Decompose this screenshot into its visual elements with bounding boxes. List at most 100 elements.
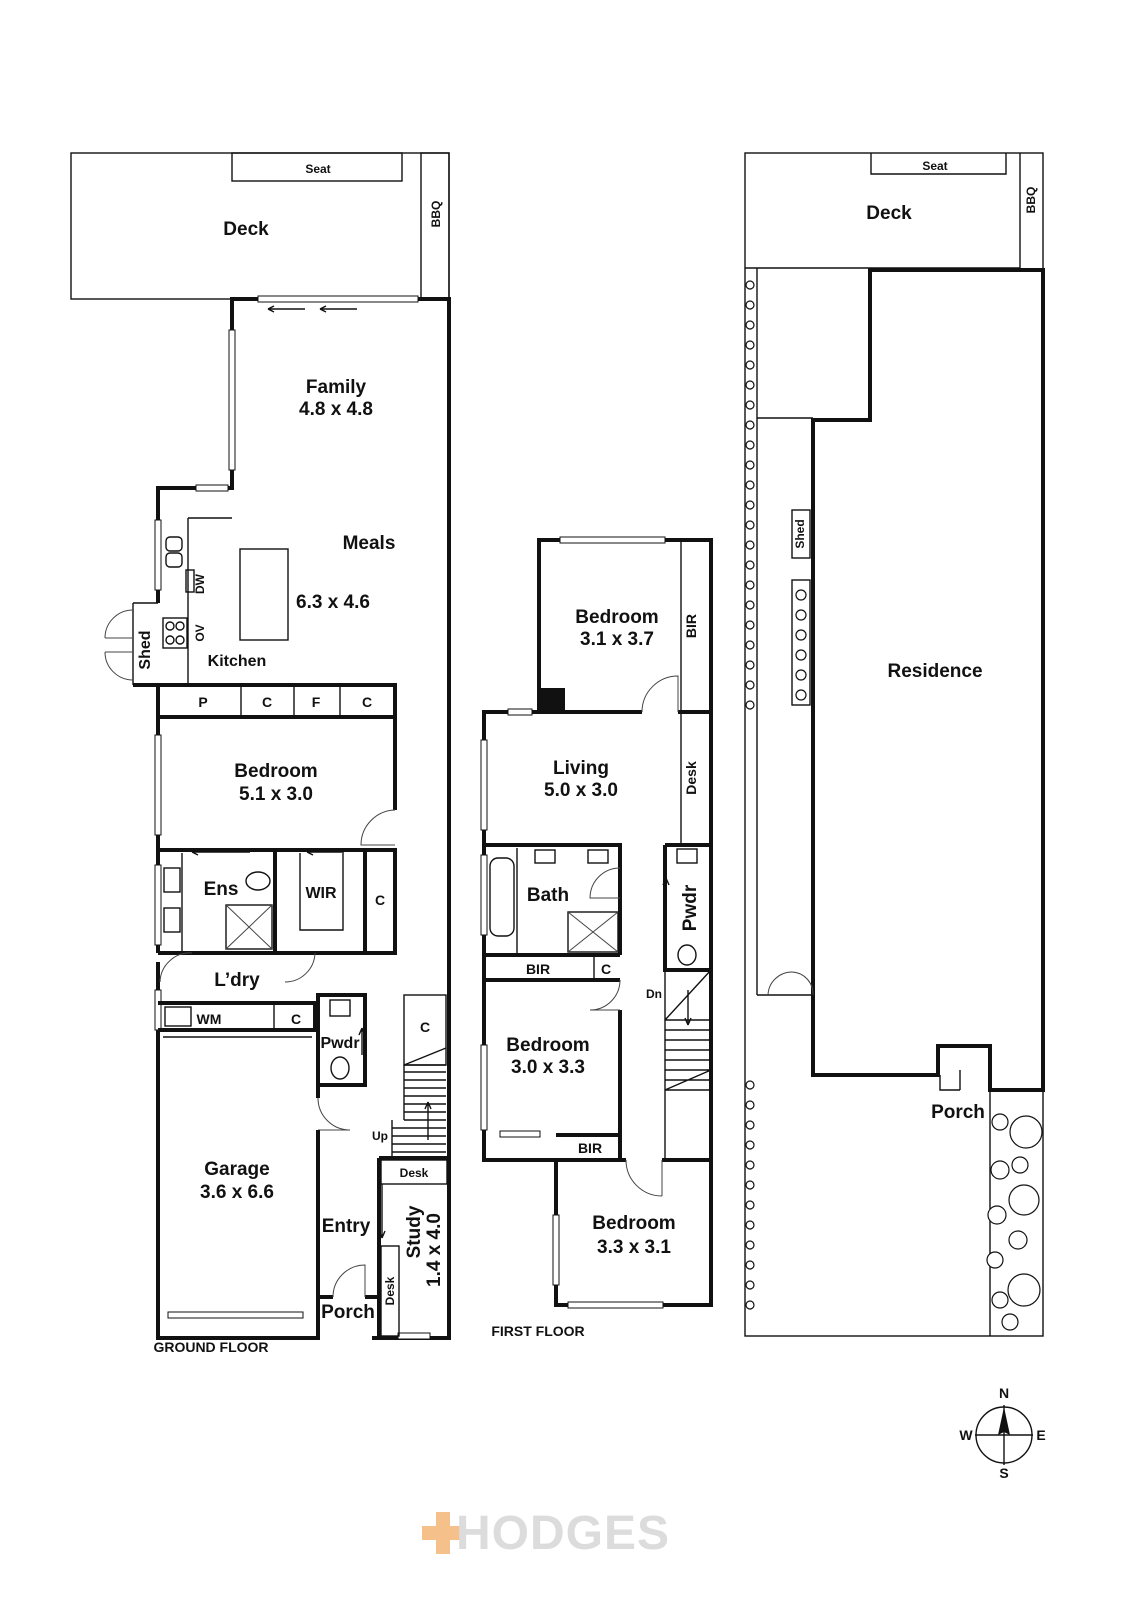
chimney-block xyxy=(539,688,565,712)
side-gate xyxy=(767,971,814,996)
site-path-lines xyxy=(756,268,813,996)
burner-3 xyxy=(165,635,175,645)
cupboard-1-label: C xyxy=(262,694,272,710)
ground-floor-walls xyxy=(133,297,451,1340)
bedroom-dim: 5.1 x 3.0 xyxy=(239,784,313,805)
compass-e: E xyxy=(1036,1427,1045,1443)
ground-floor-plan: Seat BBQ Deck DW OV Kitchen Meals 6.3 x … xyxy=(70,152,451,1355)
bath-shower-cross xyxy=(567,911,619,953)
bed1-label: Bedroom xyxy=(575,607,658,628)
kitchen-label: Kitchen xyxy=(208,653,267,670)
deck-label: Deck xyxy=(223,219,269,240)
first-floor-label: FIRST FLOOR xyxy=(491,1323,584,1339)
bath-door xyxy=(589,867,621,899)
bed3-window-south xyxy=(567,1301,664,1309)
dn-label: Dn xyxy=(646,987,662,1001)
front-door xyxy=(332,1264,366,1298)
bed3-walls xyxy=(556,1133,711,1162)
ff-pwdr-arrow xyxy=(662,877,670,905)
family-window xyxy=(228,329,236,471)
up-label: Up xyxy=(372,1129,388,1143)
site-plan: Seat BBQ Deck Residence Shed Porch xyxy=(744,152,1045,1337)
sink-left xyxy=(165,536,183,552)
pwdr-toilet xyxy=(330,1056,350,1080)
wir-label: WIR xyxy=(305,885,337,902)
bed2-window xyxy=(480,1044,488,1131)
garage-entry-door xyxy=(317,1097,351,1131)
ff-pwdr-basin xyxy=(676,848,698,864)
bir1-label: BIR xyxy=(683,614,699,638)
kitchen-window xyxy=(154,519,162,591)
compass-n: N xyxy=(999,1385,1009,1401)
site-porch-label: Porch xyxy=(931,1102,985,1123)
bedroom-window xyxy=(154,734,162,836)
ldry-window xyxy=(154,989,162,1031)
cupboard-2-label: C xyxy=(362,694,372,710)
ens-wir-dividers xyxy=(273,850,367,953)
site-shed xyxy=(791,509,811,559)
bath-basin-2 xyxy=(587,849,609,864)
burner-4 xyxy=(175,635,185,645)
living-window xyxy=(480,739,488,831)
site-boundary xyxy=(744,152,1044,1337)
bed2-label: Bedroom xyxy=(506,1035,589,1056)
study-desk-top xyxy=(380,1159,448,1185)
west-hedge xyxy=(745,280,755,1310)
bathtub xyxy=(489,857,515,937)
pwdr-arrow xyxy=(358,1027,366,1055)
ens-basin-2 xyxy=(163,907,181,933)
cupboard-4-label: C xyxy=(291,1011,301,1027)
cupboard-5-label: C xyxy=(420,1019,430,1035)
c-label: C xyxy=(601,961,611,977)
washing-machine xyxy=(164,1006,192,1027)
ens-sliding-arrows xyxy=(191,848,344,856)
compass-w: W xyxy=(959,1427,973,1443)
kitchen-island xyxy=(239,548,289,641)
shed-walls xyxy=(132,602,158,685)
cupboard-dividers xyxy=(240,685,341,717)
first-floor-plan: BIR Bedroom 3.1 x 3.7 Desk Living 5.0 x … xyxy=(480,536,713,1339)
bed2-dim: 3.0 x 3.3 xyxy=(511,1057,585,1078)
bath-label: Bath xyxy=(527,885,569,906)
bed3-label: Bedroom xyxy=(592,1213,675,1234)
ens-basin-1 xyxy=(163,867,181,893)
study-window xyxy=(397,1332,431,1340)
compass-rose: N E S W xyxy=(959,1385,1045,1481)
ldry-doors xyxy=(159,952,316,983)
ff-pwdr-label: Pwdr xyxy=(680,884,701,931)
front-garden-shrubs xyxy=(986,1113,1043,1331)
bed2-window-south xyxy=(499,1130,541,1138)
living-label: Living xyxy=(553,758,609,779)
stairs-up-arrow xyxy=(424,1101,432,1140)
meals-window xyxy=(195,484,229,492)
meals-label: Meals xyxy=(343,533,396,554)
garage-walls xyxy=(158,1028,320,1323)
study-desk-side xyxy=(380,1245,400,1337)
ens-fittings xyxy=(181,853,344,953)
dw-label: DW xyxy=(193,573,207,594)
study-walls xyxy=(377,1156,449,1338)
ov-label: OV xyxy=(193,624,207,641)
cupboard-3-label: C xyxy=(375,892,385,908)
bath-walls xyxy=(484,843,622,1160)
fridge-label: F xyxy=(312,694,321,710)
garage-dim: 3.6 x 6.6 xyxy=(200,1182,274,1203)
logo-text: HODGES xyxy=(456,1507,670,1560)
bir3-label: BIR xyxy=(578,1140,602,1156)
bed1-window xyxy=(559,536,666,544)
cupboard-cut xyxy=(403,1047,447,1066)
planter-shrubs xyxy=(795,589,807,701)
cupboard-row-walls xyxy=(158,683,397,719)
burner-2 xyxy=(175,621,185,631)
bedroom-door xyxy=(360,809,396,846)
site-bbq-label: BBQ xyxy=(1024,187,1038,214)
pantry-label: P xyxy=(198,694,207,710)
ff-pwdr-toilet xyxy=(677,944,697,966)
sliding-door-arrows xyxy=(267,305,357,313)
bath-window xyxy=(480,854,488,936)
bedroom-label: Bedroom xyxy=(234,761,317,782)
kitchen-bench-back xyxy=(187,517,232,685)
stairs-down-arrow xyxy=(684,990,692,1026)
ens-label: Ens xyxy=(204,879,239,900)
